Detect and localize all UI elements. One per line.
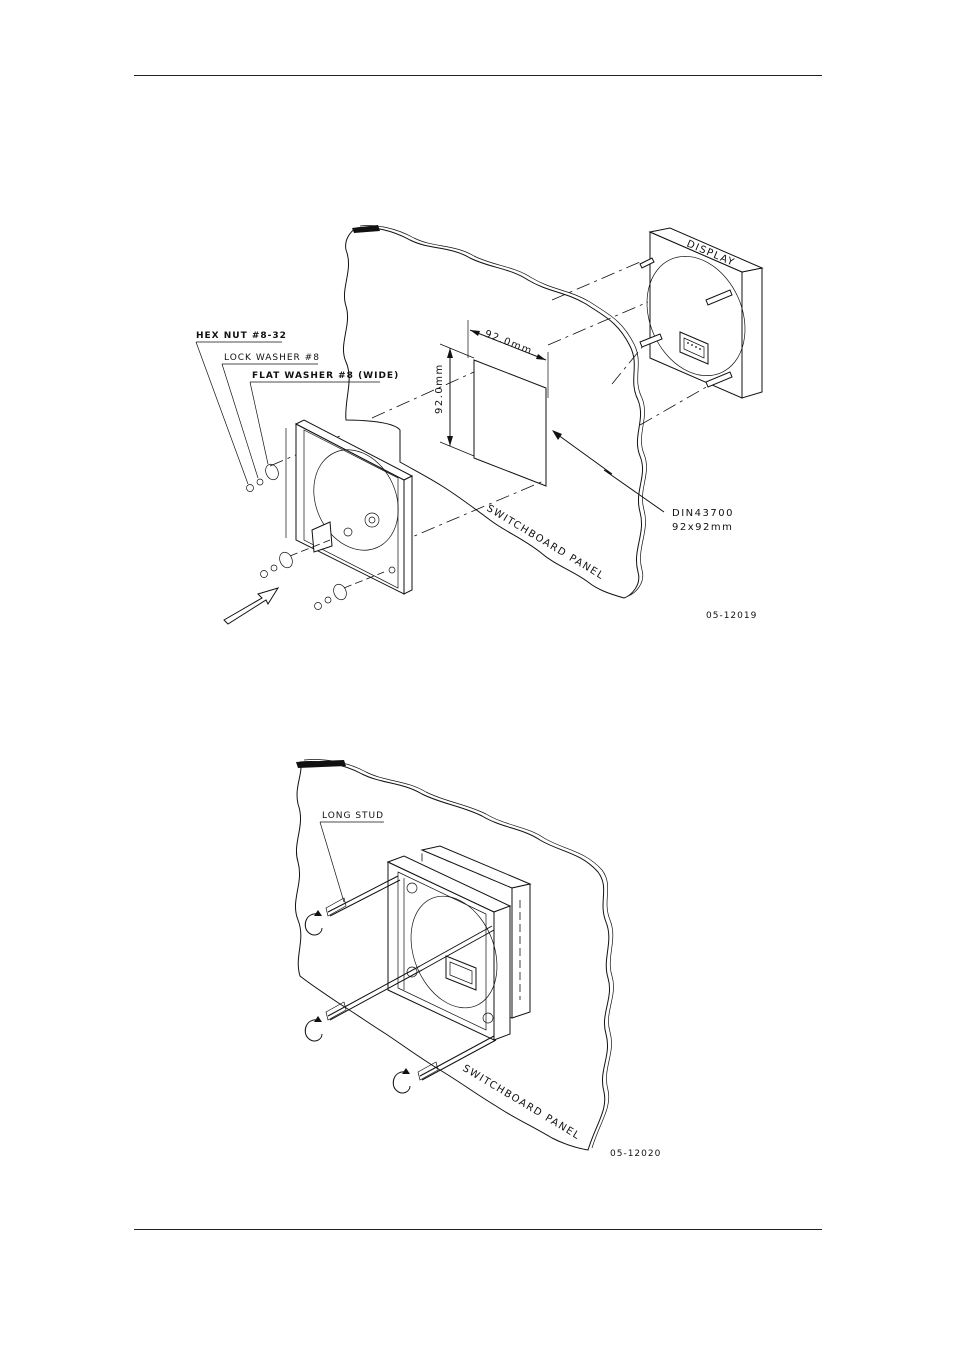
panel-cutout bbox=[473, 359, 547, 487]
din-label-line1: DIN43700 bbox=[672, 508, 734, 519]
figure-1-panel-mounting: 92.0mm 92.0mm DIN43700 92x92mm SWITCHBOA… bbox=[195, 225, 764, 625]
long-studs bbox=[325, 875, 497, 1081]
dim-height-label: 92.0mm bbox=[434, 363, 445, 414]
direction-arrow bbox=[223, 587, 280, 625]
front-bezel bbox=[285, 419, 414, 595]
header-rule bbox=[134, 75, 822, 76]
footer-rule bbox=[134, 1229, 822, 1230]
figure-2-stud-mounting: LONG STUD SWITCHBOARD PANEL 05-12020 bbox=[294, 759, 661, 1159]
display-body-behind bbox=[420, 845, 532, 1019]
bezel-front-2 bbox=[386, 855, 512, 1041]
dimension-height: 92.0mm bbox=[434, 343, 475, 457]
drawing-number-fig1: 05-12019 bbox=[706, 611, 757, 621]
long-stud-label: LONG STUD bbox=[322, 811, 384, 821]
din-leader: DIN43700 92x92mm bbox=[552, 430, 734, 533]
din-label-line2: 92x92mm bbox=[672, 522, 733, 533]
display-unit: DISPLAY bbox=[639, 227, 764, 399]
lock-washer-label: LOCK WASHER #8 bbox=[224, 353, 320, 363]
hardware-labels: HEX NUT #8-32 LOCK WASHER #8 FLAT WASHER… bbox=[195, 331, 399, 485]
flat-washer-label: FLAT WASHER #8 (WIDE) bbox=[252, 371, 399, 381]
long-stud-callout: LONG STUD bbox=[319, 811, 384, 903]
switchboard-panel-sheet bbox=[342, 225, 647, 599]
drawing-number-fig2: 05-12020 bbox=[610, 1149, 661, 1159]
rotation-arrows bbox=[304, 910, 411, 1094]
hardware-stack bbox=[246, 463, 385, 610]
hex-nut-label: HEX NUT #8-32 bbox=[196, 331, 287, 341]
